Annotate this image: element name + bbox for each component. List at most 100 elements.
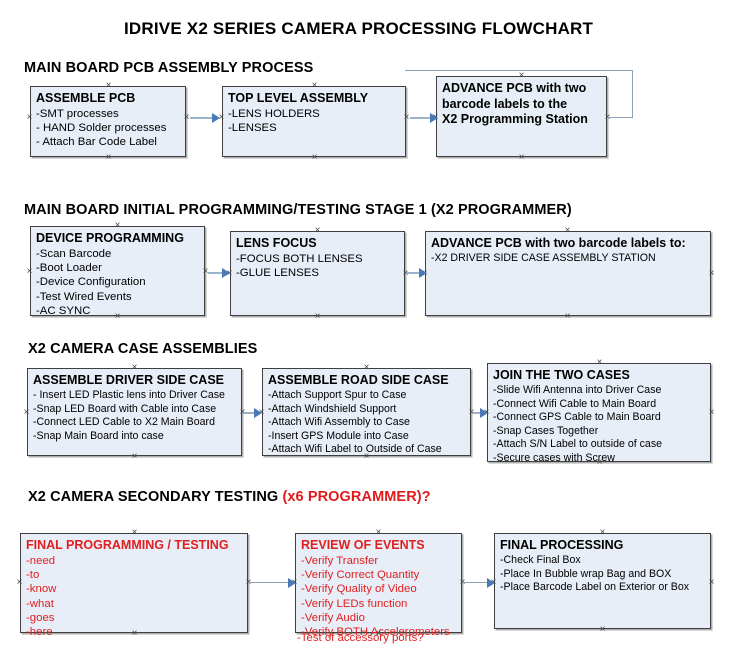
box-line: -SMT processes <box>36 108 119 120</box>
connector-line <box>463 582 491 583</box>
connector-line <box>190 117 216 119</box>
box-line: barcode labels to the <box>442 96 568 111</box>
box-line: -Secure cases with Screw <box>493 451 615 464</box>
box-line: -Verify LEDs function <box>301 597 408 610</box>
box-review-of-events[interactable]: REVIEW OF EVENTS -Verify Transfer -Verif… <box>295 533 462 638</box>
box-title: ASSEMBLE ROAD SIDE CASE <box>268 373 449 387</box>
connection-handle-top[interactable] <box>362 363 371 372</box>
connection-handle-bottom[interactable] <box>595 458 604 467</box>
box-advance-pcb-programming-station-content: ADVANCE PCB with two barcode labels to t… <box>437 77 606 131</box>
connection-handle-bottom[interactable] <box>310 153 319 162</box>
connection-handle-left[interactable] <box>15 578 24 587</box>
box-title: LENS FOCUS <box>236 236 317 250</box>
connection-handle-bottom[interactable] <box>104 153 113 162</box>
connector-arrowhead-icon <box>419 268 427 278</box>
box-line: -Attach Windshield Support <box>268 402 397 415</box>
box-line: -Attach Wifi Label to Outside of Case <box>268 443 442 455</box>
box-assemble-pcb-content: ASSEMBLE PCB -SMT processes - HAND Solde… <box>31 87 185 153</box>
box-top-level-assembly-content: TOP LEVEL ASSEMBLY -LENS HOLDERS -LENSES <box>223 87 405 138</box>
box-title: FINAL PROGRAMMING / TESTING <box>26 538 229 552</box>
box-line: -Insert GPS Module into Case <box>268 429 409 442</box>
box-line: -LENS HOLDERS <box>228 108 320 120</box>
box-advance-pcb-programming-station[interactable]: ADVANCE PCB with two barcode labels to t… <box>436 76 607 157</box>
box-line: -Snap Cases Together <box>493 424 599 437</box>
connector-stub-vertical <box>632 70 633 118</box>
box-line: -here <box>26 626 53 639</box>
connector-stub <box>607 117 632 118</box>
box-assemble-road-side-case[interactable]: ASSEMBLE ROAD SIDE CASE -Attach Support … <box>262 368 471 456</box>
connector-line <box>406 272 424 274</box>
connection-handle-top[interactable] <box>563 226 572 235</box>
connector-line <box>244 412 260 414</box>
box-line: - Insert LED Plastic lens into Driver Ca… <box>33 389 225 401</box>
box-lens-focus-content: LENS FOCUS -FOCUS BOTH LENSES -GLUE LENS… <box>231 232 404 283</box>
box-join-the-two-cases[interactable]: JOIN THE TWO CASES -Slide Wifi Antenna i… <box>487 363 711 464</box>
connection-handle-bottom[interactable] <box>313 312 322 321</box>
connector-arrowhead-icon <box>222 268 230 278</box>
box-advance-pcb-driver-case[interactable]: ADVANCE PCB with two barcode labels to: … <box>425 231 711 316</box>
box-assemble-pcb[interactable]: ASSEMBLE PCB -SMT processes - HAND Solde… <box>30 86 186 157</box>
box-line: -goes <box>26 611 55 624</box>
connector-arrowhead-icon <box>212 113 220 123</box>
box-line: -Verify Quality of Video <box>301 583 417 596</box>
connection-handle-top[interactable] <box>310 81 319 90</box>
connection-handle-top[interactable] <box>374 528 383 537</box>
box-assemble-road-side-case-content: ASSEMBLE ROAD SIDE CASE -Attach Support … <box>263 369 470 460</box>
connection-handle-top[interactable] <box>517 71 526 80</box>
box-line: -Attach S/N Label to outside of case <box>493 438 663 450</box>
connection-handle-bottom[interactable] <box>563 312 572 321</box>
box-line: -Connect Wifi Cable to Main Board <box>493 397 657 410</box>
connection-handle-bottom[interactable] <box>362 452 371 461</box>
box-top-level-assembly[interactable]: TOP LEVEL ASSEMBLY -LENS HOLDERS -LENSES <box>222 86 406 157</box>
connection-handle-top[interactable] <box>130 528 139 537</box>
section-header-main-board-pcb-assembly: MAIN BOARD PCB ASSEMBLY PROCESS <box>24 60 314 76</box>
connection-handle-right[interactable] <box>707 408 716 417</box>
box-title: DEVICE PROGRAMMING <box>36 231 184 245</box>
box-line: -Place In Bubble wrap Bag and BOX <box>500 567 672 580</box>
connection-handle-right[interactable] <box>707 578 716 587</box>
section-header-text: X2 CAMERA SECONDARY TESTING <box>28 489 283 505</box>
box-line: -Connect LED Cable to X2 Main Board <box>33 416 215 428</box>
connection-handle-bottom[interactable] <box>130 452 139 461</box>
connection-handle-bottom[interactable] <box>517 153 526 162</box>
box-line: -Verify Correct Quantity <box>301 569 420 582</box>
connection-handle-bottom[interactable] <box>113 312 122 321</box>
box-lens-focus[interactable]: LENS FOCUS -FOCUS BOTH LENSES -GLUE LENS… <box>230 231 405 316</box>
connection-handle-right[interactable] <box>707 269 716 278</box>
connection-handle-top[interactable] <box>113 221 122 230</box>
box-line: -know <box>26 583 57 596</box>
connection-handle-top[interactable] <box>104 81 113 90</box>
box-final-processing[interactable]: FINAL PROCESSING -Check Final Box -Place… <box>494 533 711 629</box>
box-line: -what <box>26 597 54 610</box>
connection-handle-top[interactable] <box>313 226 322 235</box>
box-line: -Device Configuration <box>36 276 146 289</box>
box-device-programming[interactable]: DEVICE PROGRAMMING -Scan Barcode -Boot L… <box>30 226 205 317</box>
box-join-the-two-cases-content: JOIN THE TWO CASES -Slide Wifi Antenna i… <box>488 364 710 468</box>
connection-handle-bottom[interactable] <box>598 625 607 634</box>
connection-handle-top[interactable] <box>130 363 139 372</box>
connection-handle-left[interactable] <box>25 267 34 276</box>
connection-handle-left[interactable] <box>22 408 31 417</box>
connector-line <box>249 582 291 583</box>
box-assemble-driver-side-case[interactable]: ASSEMBLE DRIVER SIDE CASE - Insert LED P… <box>27 368 242 456</box>
section-header-main-board-initial-programming: MAIN BOARD INITIAL PROGRAMMING/TESTING S… <box>24 202 572 218</box>
connection-handle-top[interactable] <box>595 358 604 367</box>
box-title: ASSEMBLE PCB <box>36 91 136 105</box>
box-line: -Test Wired Events <box>36 290 132 303</box>
connection-handle-top[interactable] <box>598 528 607 537</box>
box-title: ASSEMBLE DRIVER SIDE CASE <box>33 373 225 387</box>
box-final-programming-testing[interactable]: FINAL PROGRAMMING / TESTING -need -to -k… <box>20 533 248 638</box>
box-line: - HAND Solder processes <box>36 122 167 135</box>
connection-handle-bottom[interactable] <box>374 629 383 638</box>
section-header-x2-camera-secondary-testing: X2 CAMERA SECONDARY TESTING (x6 PROGRAMM… <box>28 489 431 505</box>
box-line: -Attach Wifi Assembly to Case <box>268 416 410 428</box>
connection-handle-left[interactable] <box>25 113 34 122</box>
connector-arrowhead-icon <box>487 578 495 588</box>
box-line: -FOCUS BOTH LENSES <box>236 253 363 265</box>
box-title: FINAL PROCESSING <box>500 538 624 552</box>
box-line: -AC SYNC <box>36 304 91 317</box>
connector-arrowhead-icon <box>430 113 438 123</box>
box-line: -Slide Wifi Antenna into Driver Case <box>493 384 662 396</box>
connection-handle-bottom[interactable] <box>130 629 139 638</box>
box-final-programming-testing-content: FINAL PROGRAMMING / TESTING -need -to -k… <box>21 534 247 642</box>
